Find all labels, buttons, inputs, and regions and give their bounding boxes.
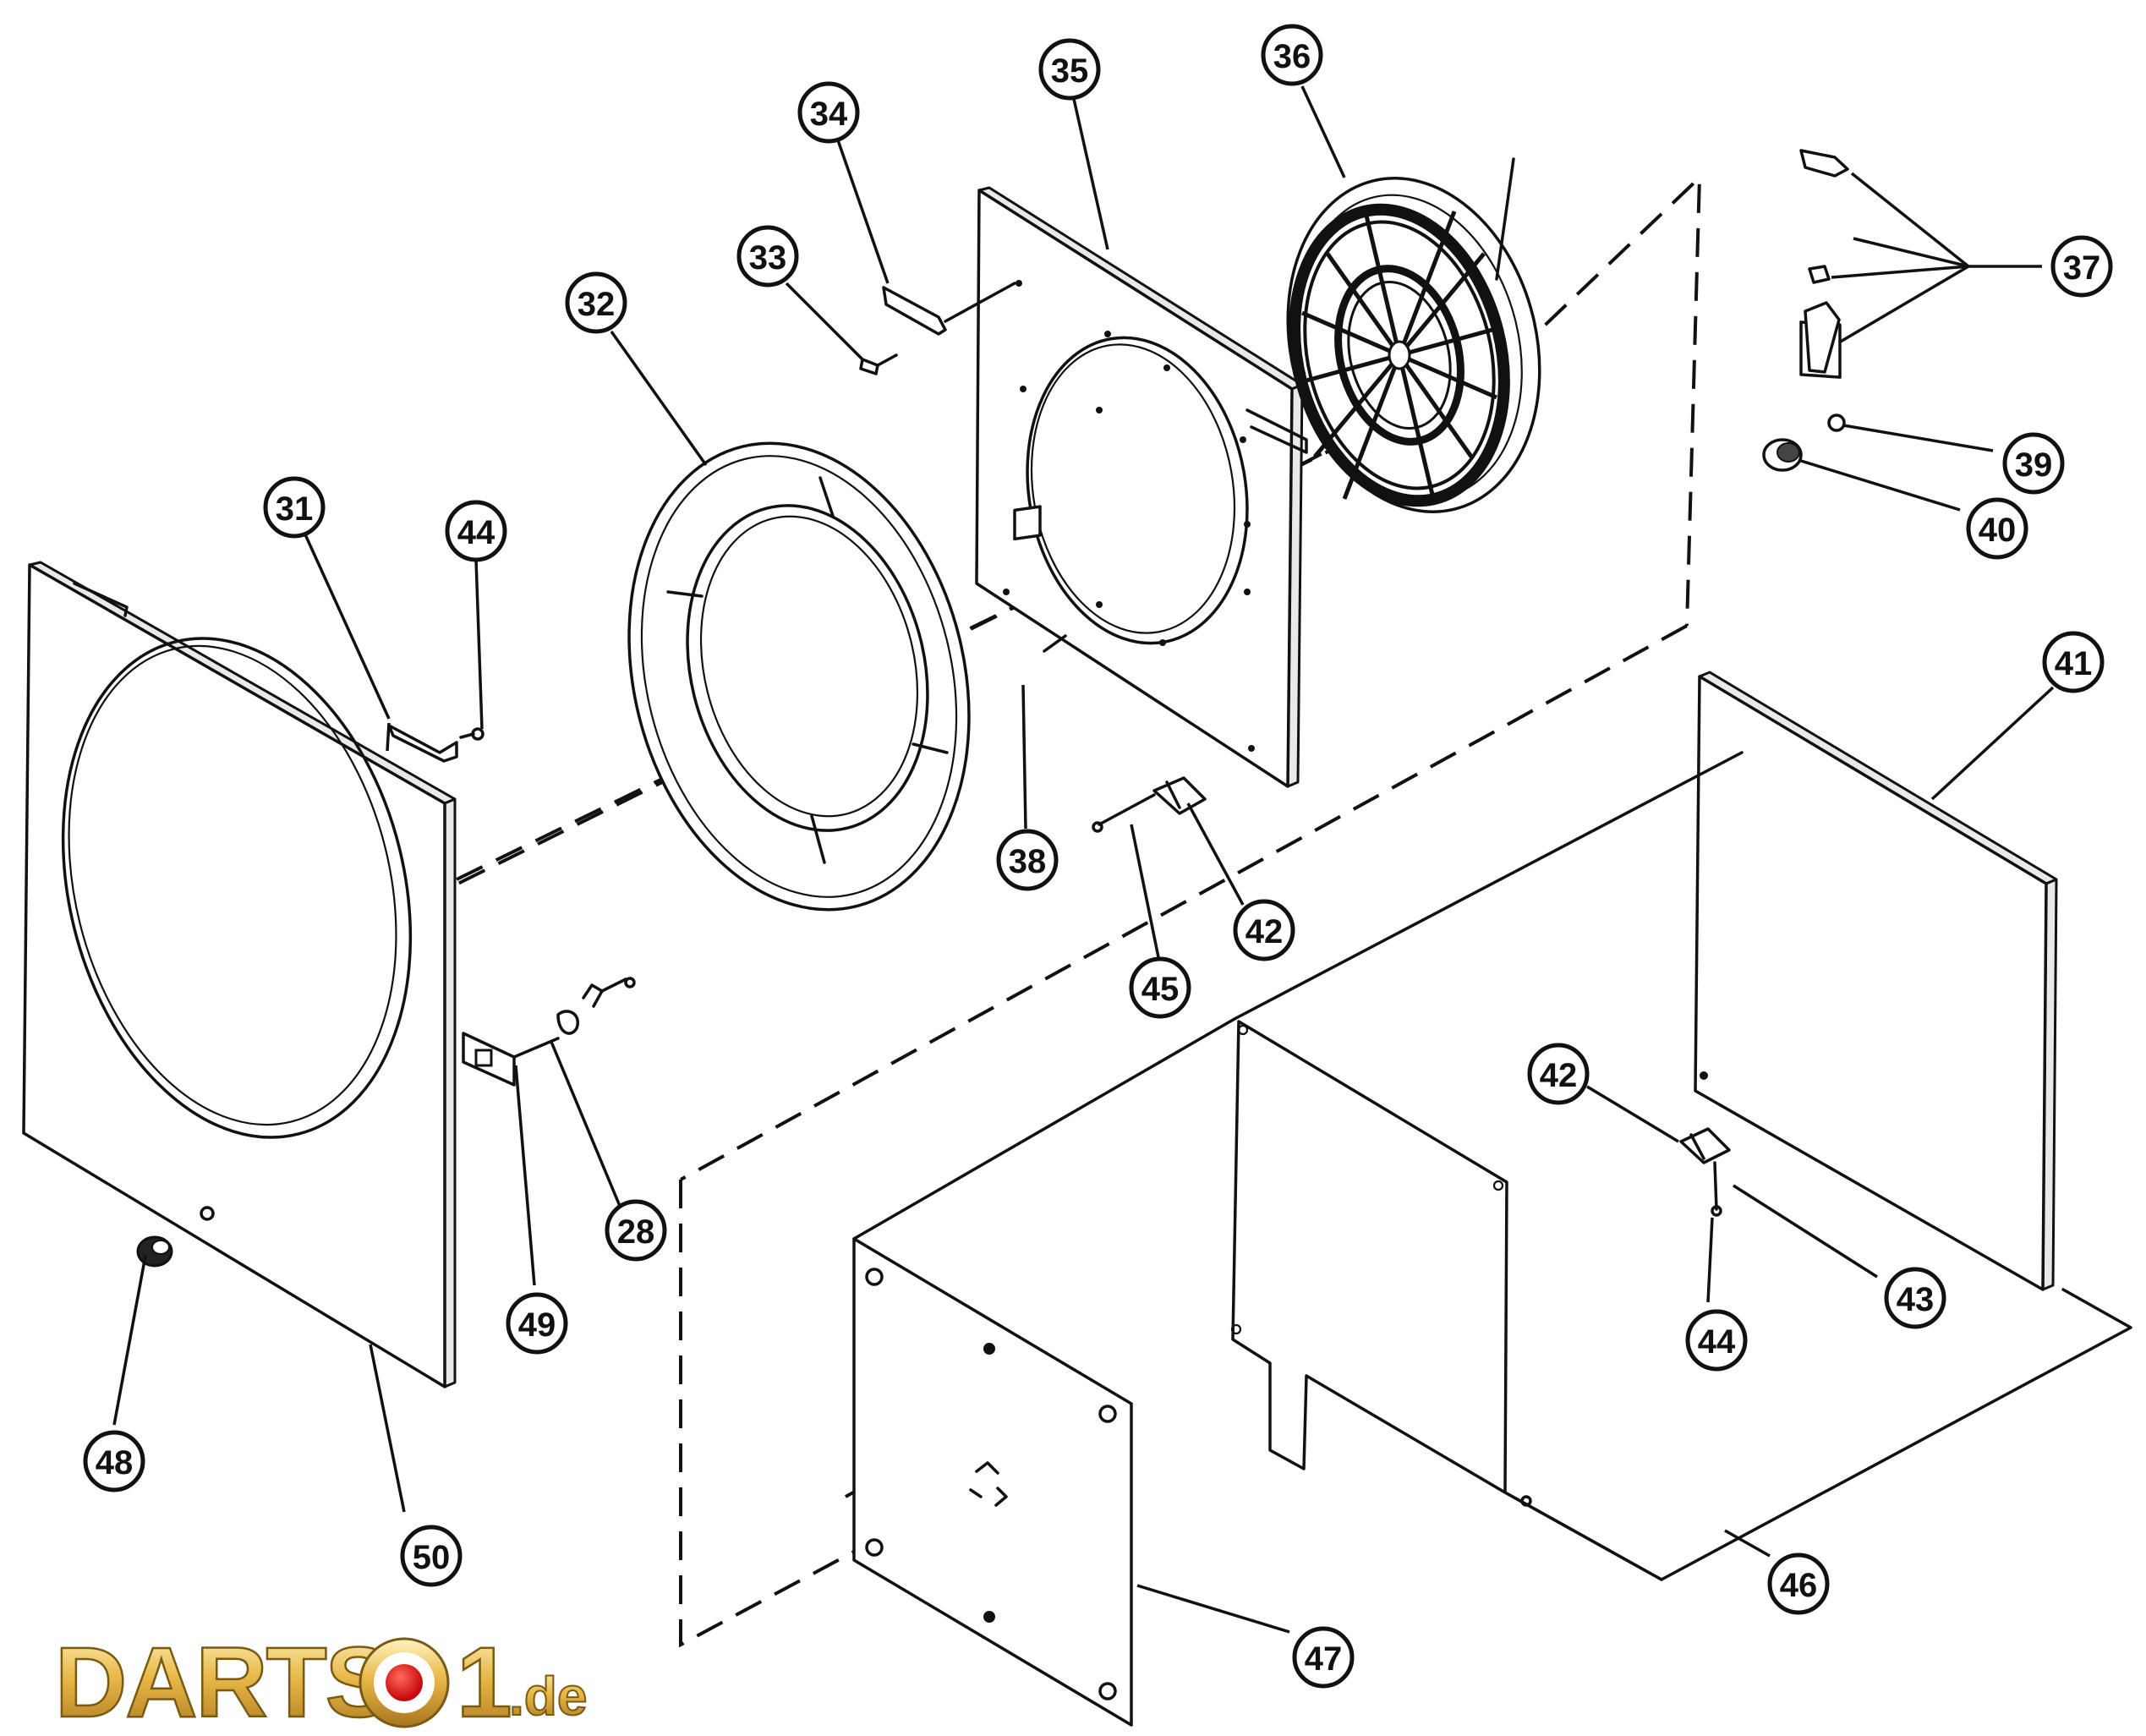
svg-text:35: 35 [1051, 52, 1089, 90]
svg-text:45: 45 [1141, 971, 1180, 1008]
latch-28 [556, 977, 636, 1035]
side-panel [1230, 1020, 1508, 1494]
callout-28: 28 [605, 1199, 667, 1262]
plate-38 [1013, 505, 1067, 653]
nut-40 [1762, 438, 1803, 472]
callout-41: 41 [2042, 631, 2105, 693]
callout-32: 32 [565, 271, 627, 334]
svg-text:42: 42 [1245, 913, 1284, 950]
callout-40: 40 [1966, 497, 2028, 560]
svg-text:40: 40 [1979, 512, 2017, 549]
callout-44-base: 44 [1685, 1309, 1748, 1372]
svg-text:32: 32 [578, 286, 616, 323]
callout-49: 49 [506, 1292, 568, 1355]
top-bracket-31 [387, 724, 484, 763]
svg-text:43: 43 [1897, 1281, 1935, 1318]
svg-text:49: 49 [518, 1306, 556, 1344]
callout-31: 31 [263, 476, 326, 539]
backboard-35 [975, 186, 1308, 788]
front-panel-50 [22, 561, 457, 1388]
callout-50: 50 [400, 1525, 463, 1587]
darts01-logo: DARTS 1 .de [54, 1626, 589, 1736]
svg-text:47: 47 [1305, 1640, 1343, 1678]
callout-42-top: 42 [1233, 899, 1295, 961]
callout-34: 34 [797, 81, 860, 144]
callout-36: 36 [1261, 24, 1323, 86]
dartboard-36 [1286, 157, 1541, 513]
svg-text:38: 38 [1009, 843, 1047, 880]
callout-39: 39 [2002, 432, 2065, 495]
cabinet-base-46 [852, 751, 2132, 1581]
callout-38: 38 [996, 829, 1059, 891]
svg-text:33: 33 [749, 239, 787, 277]
svg-text:37: 37 [2063, 249, 2101, 287]
svg-text:DARTS: DARTS [55, 1627, 390, 1736]
callout-35: 35 [1038, 38, 1101, 101]
callout-33: 33 [736, 225, 799, 288]
svg-text:44: 44 [1698, 1323, 1736, 1361]
svg-text:36: 36 [1273, 38, 1311, 75]
callout-37: 37 [2050, 235, 2113, 298]
svg-text:28: 28 [617, 1213, 655, 1251]
svg-text:39: 39 [2015, 446, 2053, 484]
bottom-plate-47 [852, 1237, 1133, 1727]
hinge-49 [462, 1032, 560, 1087]
bracket-42 [1092, 776, 1207, 833]
svg-text:31: 31 [276, 490, 314, 528]
svg-text:41: 41 [2055, 645, 2093, 682]
svg-text:42: 42 [1540, 1057, 1578, 1094]
callout-47: 47 [1292, 1626, 1355, 1689]
callout-46: 46 [1767, 1553, 1830, 1615]
svg-text:46: 46 [1780, 1567, 1818, 1604]
callout-48: 48 [83, 1430, 145, 1492]
svg-text:.de: .de [509, 1666, 587, 1727]
back-panel-41 [1694, 671, 2058, 1291]
bracket-34 [882, 282, 1016, 336]
svg-text:44: 44 [457, 514, 495, 551]
bracket-42b [1679, 1127, 1731, 1217]
callout-44-top: 44 [445, 500, 507, 562]
callouts: 28 31 32 33 34 35 36 37 38 39 40 41 42 4… [83, 24, 2113, 1689]
screw-33 [859, 353, 898, 375]
small-part-39 [1827, 413, 1846, 432]
logo-ball-icon [359, 1637, 450, 1728]
callout-43: 43 [1884, 1267, 1946, 1329]
dart-parts-37 [1799, 149, 1849, 379]
svg-text:48: 48 [96, 1444, 134, 1481]
leader-lines [112, 85, 2055, 1634]
callout-45: 45 [1129, 956, 1191, 1019]
svg-text:50: 50 [413, 1539, 451, 1576]
callout-42-base: 42 [1527, 1043, 1590, 1105]
svg-text:1: 1 [457, 1627, 511, 1736]
surround-ring-32 [627, 441, 971, 912]
svg-text:34: 34 [810, 96, 848, 133]
